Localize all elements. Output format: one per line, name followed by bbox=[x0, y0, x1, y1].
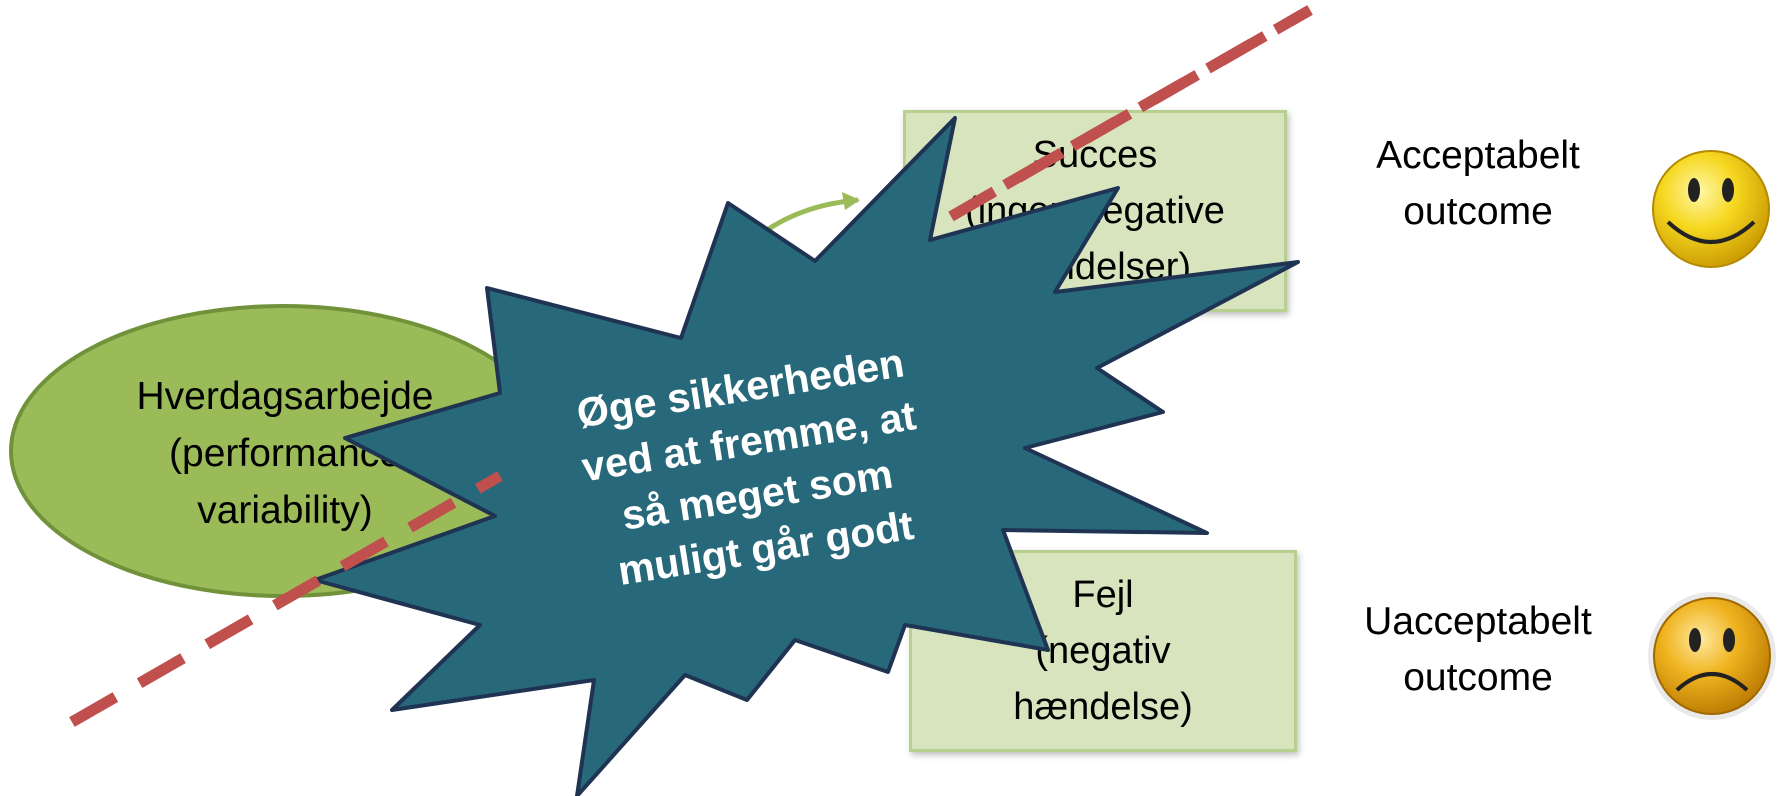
callout-starburst bbox=[313, 116, 1300, 796]
dashed-divider-line-left bbox=[69, 471, 503, 727]
smiley-sad-icon bbox=[1648, 592, 1776, 720]
everyday-work-line-3: variability) bbox=[197, 489, 373, 532]
everyday-work-label: Hverdagsarbejde (performance variability… bbox=[90, 368, 480, 539]
smiley-happy-icon bbox=[1652, 150, 1770, 268]
acceptable-outcome-label: Acceptabelt outcome bbox=[1376, 134, 1580, 233]
arrow-head-success bbox=[842, 192, 860, 210]
everyday-work-line-1: Hverdagsarbejde bbox=[136, 375, 434, 418]
dashed-divider-line-top bbox=[1002, 5, 1313, 190]
unacceptable-outcome-label: Uacceptabelt outcome bbox=[1364, 600, 1592, 699]
